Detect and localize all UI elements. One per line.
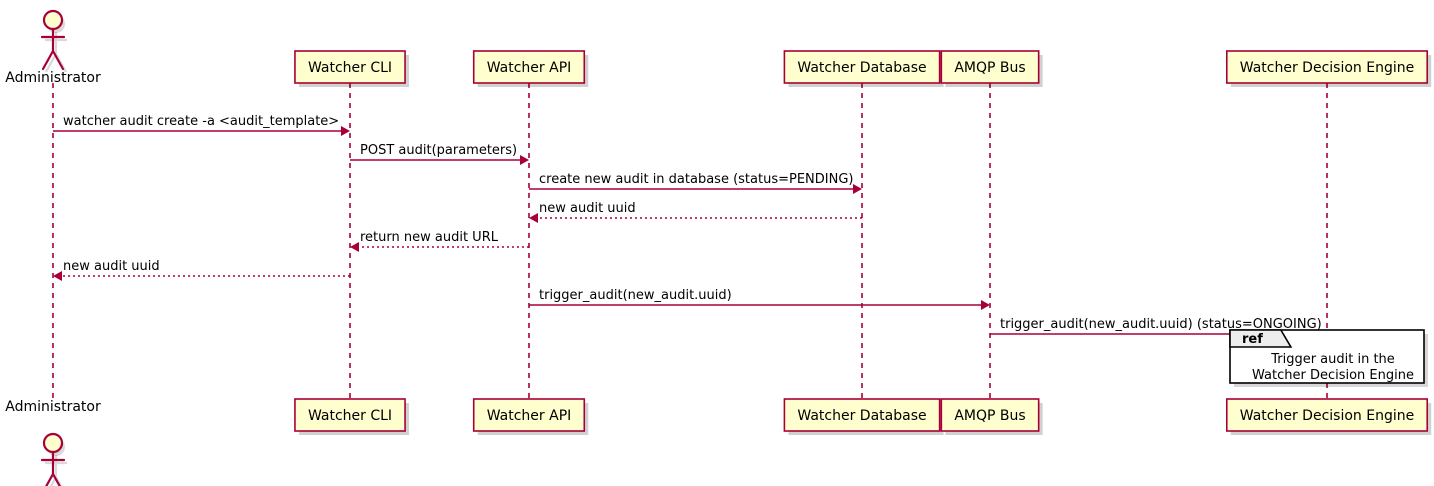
box-rect [783,50,941,84]
participant-label-watcher_api: Watcher API [487,60,572,76]
actor-body [40,450,66,486]
message-label: create new audit in database (status=PEN… [539,172,854,187]
participant-label-watcher_api: Watcher API [487,408,572,424]
participant-box-amqp_bus[interactable]: AMQP Bus [940,398,1043,435]
actor-head [42,9,64,31]
box-rect [783,398,941,432]
actor-administrator [40,432,67,486]
participant-label-watcher_database: Watcher Database [797,408,926,424]
box-rect [294,398,406,432]
message-arrowhead [520,155,529,165]
participant-box-watcher_cli[interactable]: Watcher CLI [294,50,410,87]
participant-box-watcher_database[interactable]: Watcher Database [783,50,944,87]
message-arrowhead [981,300,990,310]
message-3: new audit uuid [529,201,862,223]
actor-label-administrator: Administrator [5,70,101,86]
participant-box-watcher_decision_engine[interactable]: Watcher Decision Engine [1225,50,1432,87]
message-arrowhead [341,126,350,136]
participant-box-watcher_cli[interactable]: Watcher CLI [294,398,410,435]
participant-box-amqp_bus[interactable]: AMQP Bus [940,50,1043,87]
participant-label-watcher_cli: Watcher CLI [308,408,392,424]
message-label: watcher audit create -a <audit_template> [63,114,339,129]
participant-label-amqp_bus: AMQP Bus [954,60,1025,76]
box-rect [472,398,586,432]
box-rect [1225,398,1429,432]
participant-label-watcher_decision_engine: Watcher Decision Engine [1240,60,1414,76]
participant-box-watcher_database[interactable]: Watcher Database [783,398,944,435]
message-arrowhead [529,213,538,223]
message-label: new audit uuid [63,259,160,274]
message-arrowhead [853,184,862,194]
participant-label-watcher_database: Watcher Database [797,60,926,76]
message-4: return new audit URL [350,230,529,252]
message-5: new audit uuid [53,259,350,281]
box-rect [1225,50,1429,84]
message-label: new audit uuid [539,201,636,216]
participant-label-amqp_bus: AMQP Bus [954,408,1025,424]
message-6: trigger_audit(new_audit.uuid) [529,288,990,310]
actor-administrator [40,9,67,73]
actor-shadow [45,455,67,486]
message-label: POST audit(parameters) [360,143,517,158]
participant-label-watcher_decision_engine: Watcher Decision Engine [1240,408,1414,424]
message-1: POST audit(parameters) [350,143,529,165]
actor-head [42,432,64,454]
ref-line-0: Trigger audit in the [1270,352,1395,367]
ref-line-1: Watcher Decision Engine [1252,368,1414,383]
ref-tab-label: ref [1242,332,1263,347]
actor-label-administrator: Administrator [5,399,101,415]
message-label: return new audit URL [360,230,499,245]
box-rect [940,398,1040,432]
actor-body [40,27,66,71]
participant-label-watcher_cli: Watcher CLI [308,60,392,76]
message-label: trigger_audit(new_audit.uuid) (status=ON… [1000,317,1322,332]
message-0: watcher audit create -a <audit_template> [53,114,350,136]
actor-shadow [45,32,67,73]
participant-box-watcher_api[interactable]: Watcher API [472,50,589,87]
box-rect [294,50,406,84]
message-2: create new audit in database (status=PEN… [529,172,862,194]
box-rect [472,50,586,84]
box-rect [940,50,1040,84]
participant-box-watcher_api[interactable]: Watcher API [472,398,589,435]
message-arrowhead [53,271,62,281]
participant-box-watcher_decision_engine[interactable]: Watcher Decision Engine [1225,398,1432,435]
message-label: trigger_audit(new_audit.uuid) [539,288,732,303]
ref-tab [1229,329,1293,348]
message-arrowhead [350,242,359,252]
